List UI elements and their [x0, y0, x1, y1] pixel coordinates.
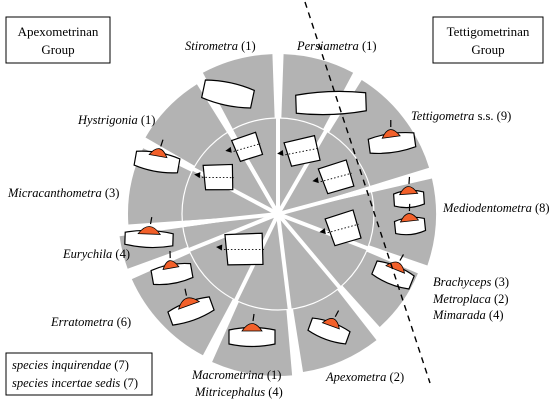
icon-mediodentometra-b — [393, 203, 427, 236]
head-stirometra-outline — [230, 131, 264, 163]
head-tettigometra — [312, 159, 355, 195]
species-box: species inquirendae (7) species incertae… — [5, 352, 153, 396]
icon-tettigometra-arrow — [390, 119, 392, 128]
icon-hystrigonia-arrow — [160, 139, 164, 147]
tettigometrinan-group-line2: Group — [471, 42, 504, 57]
wedge-gap-9 — [103, 212, 279, 235]
head-persiametra — [277, 134, 321, 167]
head-apexometrine-centre-outline — [224, 232, 264, 266]
head-persiametra-midline — [285, 147, 319, 156]
species-inquirendae-label: species inquirendae (7) — [12, 358, 129, 372]
icon-apexometra — [307, 310, 351, 345]
icon-erratometra-b-arrow — [184, 288, 188, 296]
sector-layer — [103, 39, 448, 388]
icon-eurychila-crest — [137, 226, 161, 235]
icon-tettigometra-crest — [381, 129, 401, 139]
icon-eurychila-arrow — [149, 216, 153, 225]
wedge-gap-5 — [276, 212, 393, 350]
icon-erratometra-a-arrow — [169, 250, 171, 259]
head-stirometra-midline — [233, 143, 261, 152]
label-mimarada: Mimarada (4) — [432, 308, 503, 322]
icon-hystrigonia — [133, 139, 181, 174]
icon-brachyceps-arrow — [399, 254, 404, 261]
head-apexometrine-centre — [216, 232, 265, 266]
icon-eurychila — [124, 216, 174, 249]
icon-mediodentometra-a-crest — [398, 186, 419, 196]
apexometrinan-group-box: Apexometrinan Group — [5, 16, 111, 64]
label-hystrigonia: Hystrigonia (1) — [77, 113, 155, 127]
head-persiametra-tip — [277, 150, 284, 156]
icon-mediodentometra-a-arrow — [408, 176, 411, 185]
head-mediodentometra — [319, 209, 362, 247]
tettigometrinan-group-box: Tettigometrinan Group — [432, 16, 544, 64]
wedge-gap-6 — [276, 213, 302, 388]
icon-macrometrina-arrow — [252, 313, 255, 322]
head-persiametra-outline — [283, 134, 321, 167]
icon-mediodentometra-a — [392, 176, 426, 209]
wedge-gap-10 — [122, 130, 279, 216]
icon-apexometra-arrow — [334, 310, 340, 318]
head-mediodentometra-tip — [319, 228, 326, 235]
icon-persiametra-plate — [295, 90, 367, 116]
group-divider-line — [304, 1, 431, 384]
apexometrinan-group-line2: Group — [41, 42, 74, 57]
head-stirometra — [225, 131, 264, 163]
label-metroplaca: Metroplaca (2) — [432, 292, 509, 306]
wedge-gap-7 — [199, 213, 280, 373]
genus-labels: Stirometra (1) Persiametra (1) Hystrigon… — [7, 39, 550, 399]
apexometrinan-group-line1: Apexometrinan — [18, 24, 99, 39]
icon-tettigometra — [367, 119, 417, 155]
icon-mediodentometra-b-crest — [399, 213, 420, 223]
label-stirometra: Stirometra (1) — [185, 39, 256, 53]
icon-hystrigonia-crest — [148, 148, 168, 159]
head-tettigometra-tip — [312, 177, 319, 184]
icon-tettigometra-plate — [367, 131, 417, 155]
head-apexometrine-centre-tip — [216, 244, 223, 251]
icon-persiametra — [295, 90, 367, 116]
icon-erratometra-a-plate — [150, 262, 194, 286]
head-hystrigonia-outline — [202, 163, 234, 191]
icon-erratometra-b-crest — [178, 297, 201, 310]
head-mediodentometra-outline — [324, 209, 362, 247]
label-persiametra: Persiametra (1) — [296, 39, 377, 53]
label-erratometra: Erratometra (6) — [50, 315, 131, 329]
label-micracanthometra: Micracanthometra (3) — [7, 186, 119, 200]
label-eurychila: Eurychila (4) — [62, 247, 130, 261]
label-tettigometra: Tettigometra s.s. (9) — [411, 109, 511, 123]
head-hystrigonia-tip — [194, 172, 201, 179]
icon-erratometra-a — [150, 250, 194, 286]
icon-erratometra-a-crest — [162, 260, 180, 270]
wedge-gap-2 — [276, 61, 368, 215]
head-tettigometra-outline — [317, 159, 355, 195]
icon-macrometrina-crest — [241, 323, 263, 332]
wedge-gap-8 — [114, 212, 279, 282]
head-stirometra-tip — [225, 146, 232, 153]
label-apexometra: Apexometra (2) — [325, 370, 404, 384]
icon-erratometra-b — [167, 288, 215, 326]
head-hystrigonia — [194, 163, 235, 191]
icon-apexometra-crest — [321, 318, 340, 330]
wedge-gap-4 — [277, 212, 443, 279]
specimen-icon-layer — [124, 79, 427, 348]
wedge-gap-3 — [277, 166, 448, 216]
label-mitricephalus: Mitricephalus (4) — [194, 385, 283, 399]
label-mediodentometra: Mediodentometra (8) — [442, 201, 550, 215]
icon-hystrigonia-plate — [133, 150, 181, 174]
icon-macrometrina — [228, 313, 276, 348]
icon-stirometra — [200, 79, 256, 109]
label-macrometrina: Macrometrina (1) — [191, 368, 281, 382]
label-brachyceps: Brachyceps (3) — [433, 275, 509, 289]
icon-stirometra-plate — [200, 79, 256, 109]
icon-mediodentometra-b-arrow — [408, 203, 411, 211]
tettigometrinan-group-line1: Tettigometrinan — [447, 24, 530, 39]
species-incertae-sedis-label: species incertae sedis (7) — [12, 376, 138, 390]
